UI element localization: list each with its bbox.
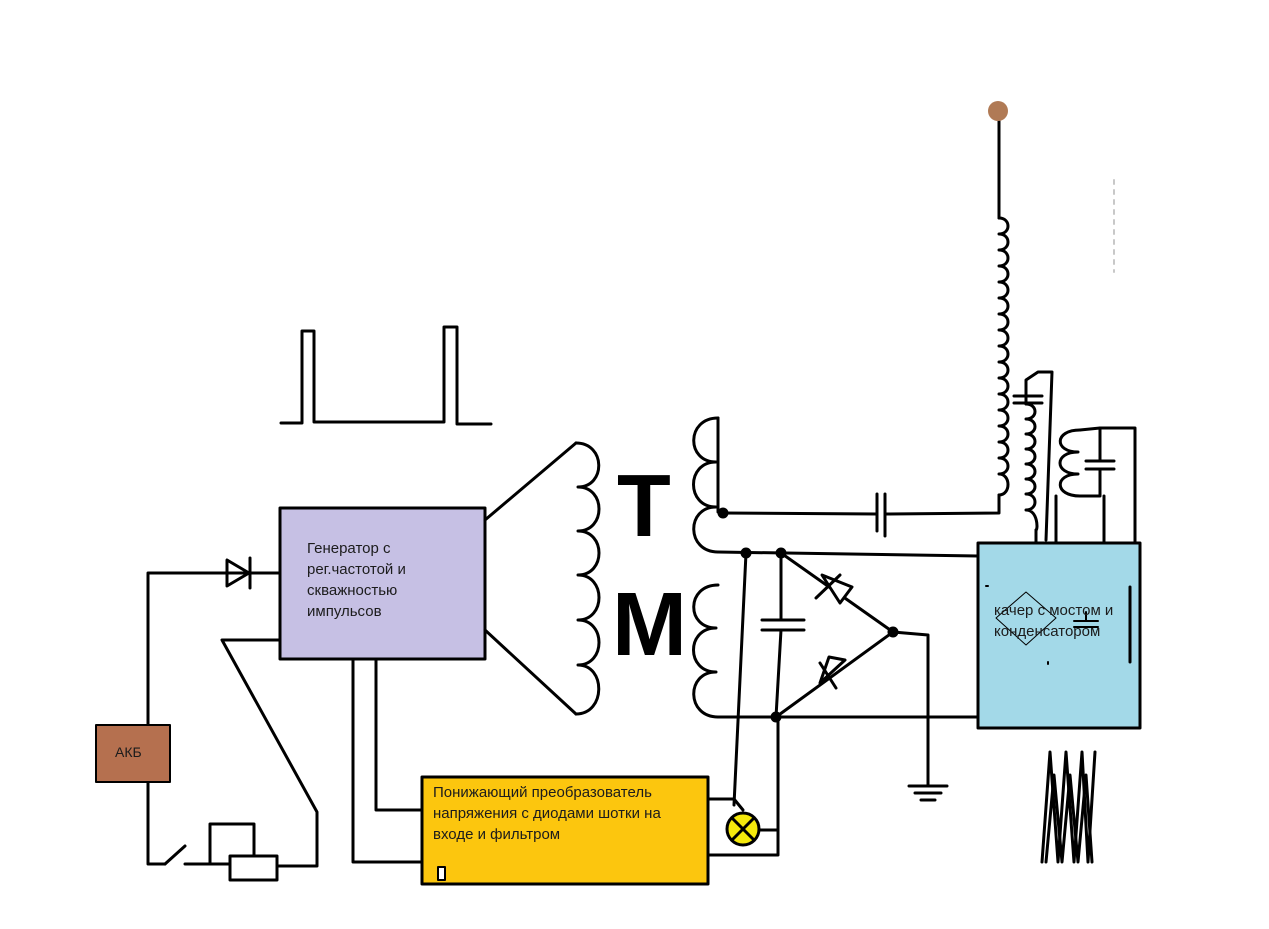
kacher-label: качер с мостом и конденсатором bbox=[994, 602, 1114, 640]
wire-tank bbox=[1078, 426, 1137, 545]
wire-gen-primary-bottom bbox=[483, 628, 578, 716]
wire-battery-top bbox=[146, 571, 223, 728]
battery-box bbox=[95, 724, 171, 783]
converter-label: Понижающий преобразователь напряжения с … bbox=[433, 784, 661, 843]
tesla-coil-icon bbox=[997, 216, 1010, 497]
kacher-box bbox=[976, 541, 1142, 730]
wire-tank-cap-down bbox=[1078, 467, 1102, 498]
kacher-coil-icon bbox=[1024, 402, 1039, 532]
lamp-icon bbox=[725, 811, 761, 847]
discharge-sparks-icon bbox=[1040, 750, 1097, 864]
battery-label: АКБ bbox=[115, 744, 142, 760]
wire-gen-primary-top bbox=[483, 441, 578, 522]
ground-icon bbox=[907, 784, 949, 802]
tank-coil-icon bbox=[1058, 428, 1082, 498]
switch-icon bbox=[163, 844, 187, 866]
wire-kacher-coil-top bbox=[1024, 370, 1054, 542]
wire-conv-lamp-bottom bbox=[706, 715, 780, 857]
bridge-diode-icon bbox=[818, 655, 847, 690]
generator-box bbox=[278, 506, 487, 661]
kacher-bridge-icon bbox=[995, 591, 1057, 646]
rheostat-slider bbox=[208, 822, 256, 866]
generator-label: Генератор с рег.частотой и скважностью и… bbox=[307, 540, 406, 620]
wire-sec-top-bus bbox=[716, 550, 980, 558]
rheostat-icon bbox=[228, 854, 279, 882]
converter-box bbox=[420, 775, 710, 886]
wire-gen-conv-1 bbox=[374, 657, 424, 812]
wire-rheostat-right bbox=[220, 638, 319, 868]
wire-conv-lamp-top bbox=[706, 797, 745, 812]
wire-gen-conv-2 bbox=[351, 657, 424, 864]
wire-cap-right bbox=[883, 493, 1001, 516]
bridge-wire bbox=[774, 630, 895, 719]
converter-mark bbox=[437, 866, 446, 881]
pulse-waveform bbox=[279, 325, 493, 426]
wire-ground bbox=[891, 630, 930, 787]
transformer-letter-bottom: М bbox=[612, 575, 687, 675]
transformer-primary-coil bbox=[574, 441, 601, 716]
transformer-secondary-coil-top bbox=[692, 416, 720, 554]
wire-cap-left bbox=[721, 511, 879, 516]
antenna-ball-icon bbox=[988, 101, 1008, 121]
transformer-letter-top: Т bbox=[617, 456, 671, 555]
bridge-diode-icon bbox=[814, 573, 854, 605]
wire-battery-bottom bbox=[146, 779, 167, 866]
transformer-secondary-coil-bottom bbox=[692, 583, 720, 719]
wire-bridge-cap-down bbox=[774, 628, 783, 719]
wire-bridge-left bbox=[732, 551, 748, 807]
diode-input bbox=[219, 556, 282, 590]
